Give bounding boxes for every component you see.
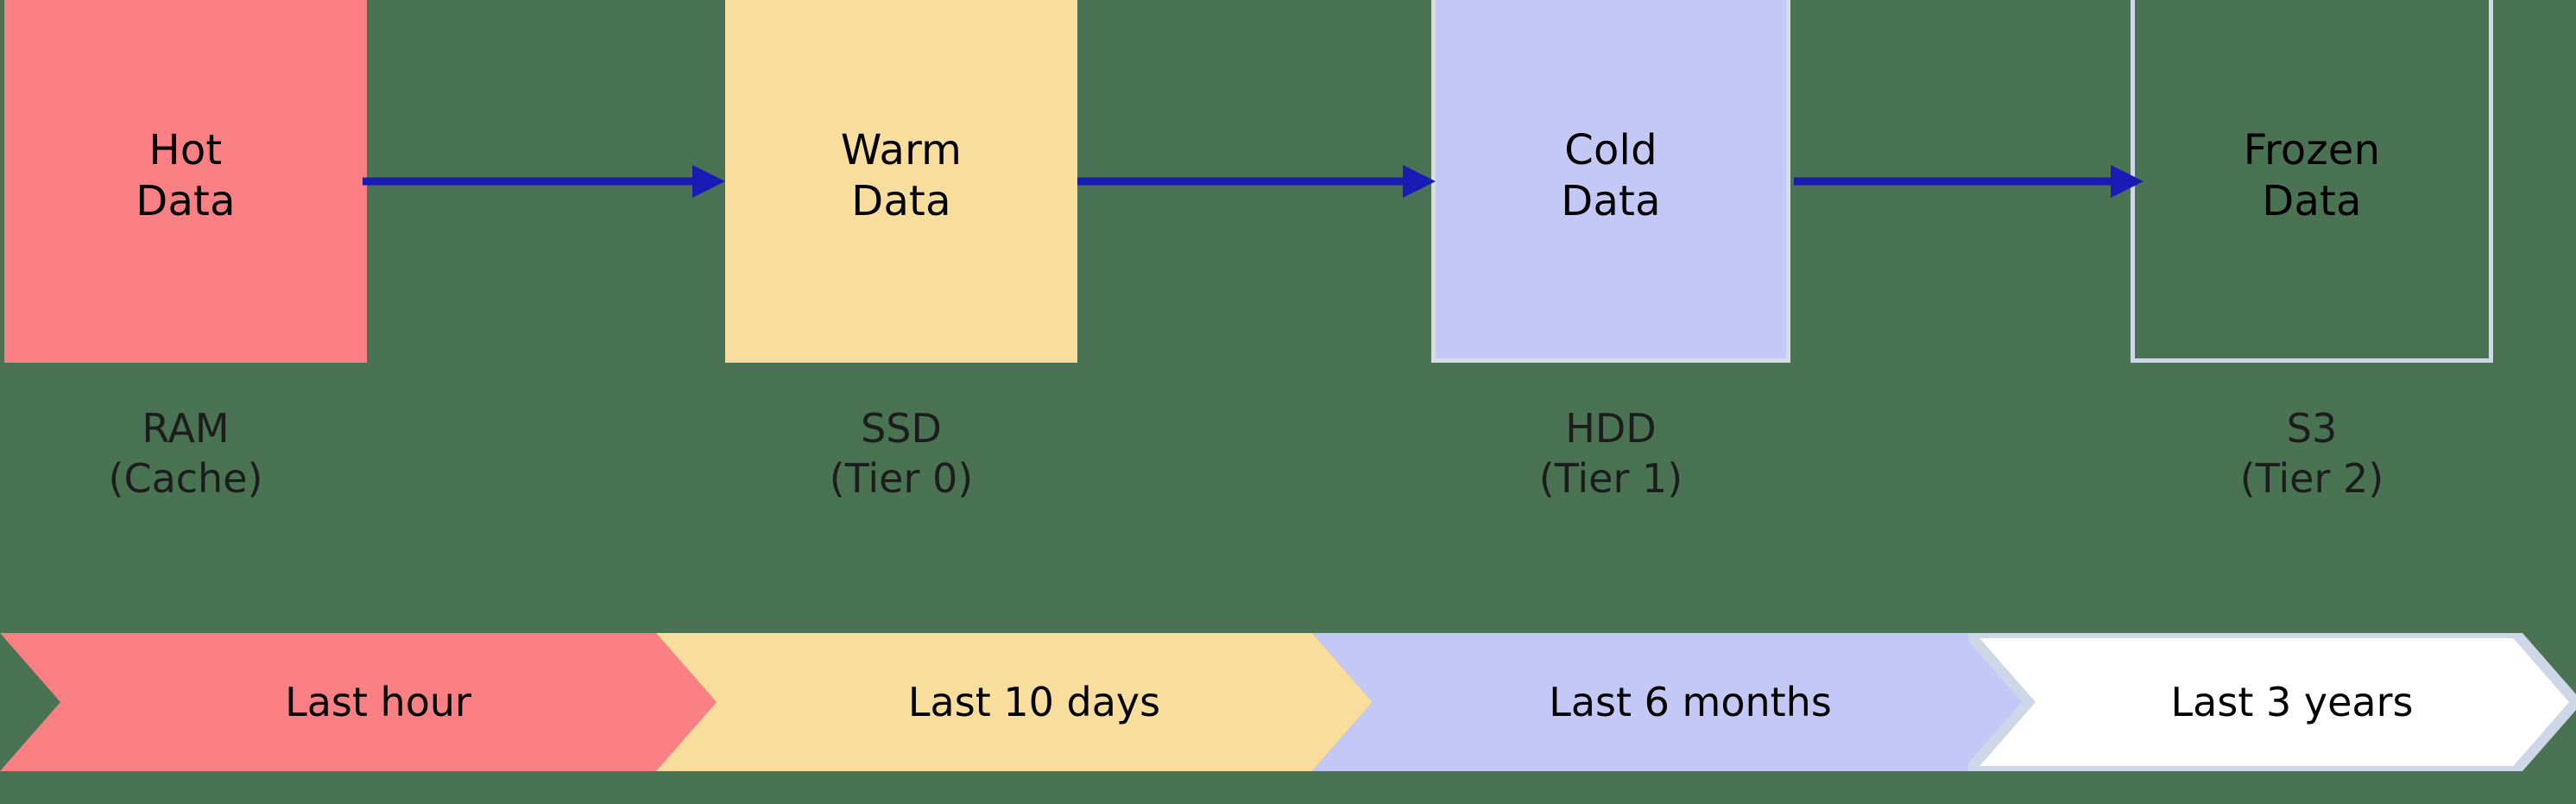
tier-box-cold-line2: Data <box>1561 177 1661 225</box>
flow-arrow-cold-to-frozen <box>1794 164 2144 199</box>
tier-caption-ram-line2: (Cache) <box>108 454 263 502</box>
tier-box-hot-line2: Data <box>136 177 236 225</box>
tier-caption-s3-line1: S3 <box>2286 405 2338 452</box>
tier-caption-ssd: SSD (Tier 0) <box>725 404 1077 503</box>
tier-caption-s3: S3 (Tier 2) <box>2131 404 2493 503</box>
tier-caption-ram: RAM (Cache) <box>4 404 367 503</box>
timeline-chevron-warm[interactable]: Last 10 days <box>656 633 1373 771</box>
timeline-label-warm: Last 10 days <box>907 679 1161 725</box>
tier-caption-ssd-line1: SSD <box>861 405 942 452</box>
timeline-label-cold: Last 6 months <box>1549 679 1832 725</box>
tier-box-frozen-line1: Frozen <box>2243 126 2381 175</box>
tier-box-warm[interactable]: Warm Data <box>725 0 1077 363</box>
tier-box-hot-line1: Hot <box>148 126 223 175</box>
tier-box-cold[interactable]: Cold Data <box>1431 0 1790 363</box>
timeline-label-hot: Last hour <box>285 679 471 725</box>
timeline-chevron-frozen[interactable]: Last 3 years <box>1968 633 2576 771</box>
timeline-label-frozen: Last 3 years <box>2170 679 2414 725</box>
chevron-shape-frozen <box>1968 633 2576 771</box>
timeline-chevron-hot[interactable]: Last hour <box>0 633 717 771</box>
tier-caption-hdd-line1: HDD <box>1565 405 1657 452</box>
tier-caption-s3-line2: (Tier 2) <box>2239 454 2384 502</box>
tier-caption-ssd-line2: (Tier 0) <box>829 454 974 502</box>
chevron-shape-warm <box>656 633 1373 771</box>
tier-caption-hdd: HDD (Tier 1) <box>1431 404 1790 503</box>
tier-caption-hdd-line2: (Tier 1) <box>1538 454 1683 502</box>
flow-arrow-warm-to-cold <box>1077 164 1436 199</box>
tier-box-warm-line2: Data <box>851 177 951 225</box>
tier-caption-ram-line1: RAM <box>142 405 230 452</box>
timeline-chevron-cold[interactable]: Last 6 months <box>1312 633 2029 771</box>
flow-arrow-hot-to-warm <box>363 164 725 199</box>
tier-box-warm-line1: Warm <box>840 126 963 175</box>
chevron-shape-cold <box>1312 633 2029 771</box>
tier-box-frozen[interactable]: Frozen Data <box>2131 0 2493 363</box>
tier-box-frozen-line2: Data <box>2262 177 2362 225</box>
tier-box-cold-line1: Cold <box>1564 126 1657 175</box>
chevron-shape-hot <box>0 633 717 771</box>
retention-timeline: Last hour Last 10 days Last 6 months Las… <box>0 633 2576 771</box>
tier-box-hot[interactable]: Hot Data <box>4 0 367 363</box>
